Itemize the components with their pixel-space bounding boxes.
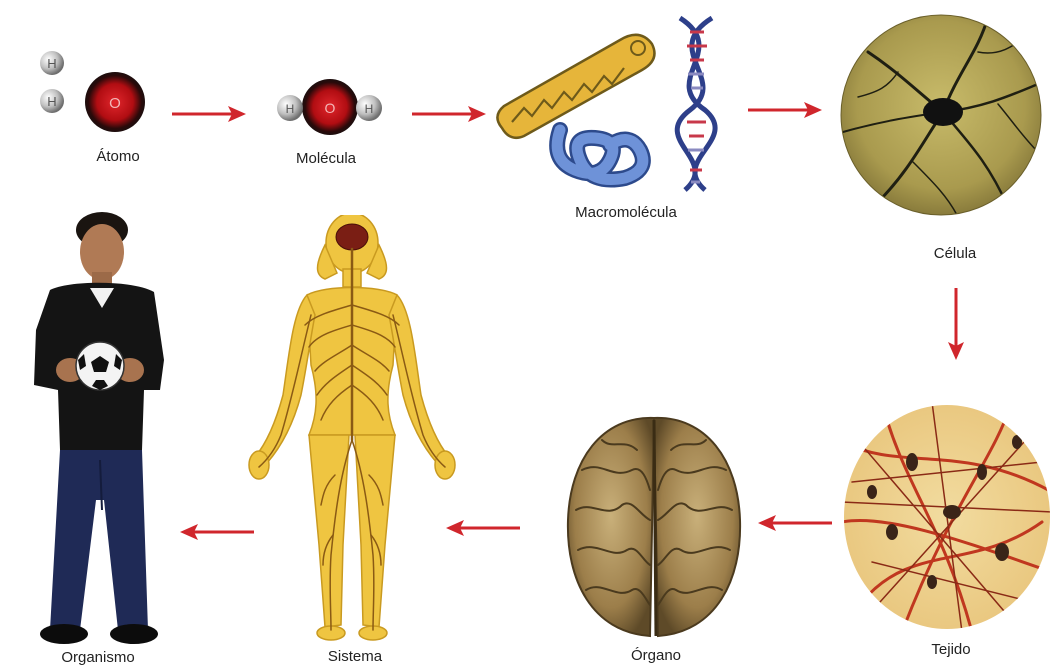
hydrogen-symbol: H (286, 102, 295, 116)
cell-illustration (838, 12, 1044, 218)
arrow-left-icon (756, 513, 834, 533)
organism-person-illustration (14, 210, 174, 646)
hydrogen-atom-icon: H (40, 51, 64, 75)
stage-label-tejido: Tejido (931, 641, 970, 658)
stage-label-organismo: Organismo (61, 649, 134, 666)
hydrogen-symbol: H (47, 56, 56, 71)
soccer-ball-icon (76, 342, 124, 390)
arrow-right-icon (170, 104, 248, 124)
hydrogen-atom-icon: H (40, 89, 64, 113)
stage-label-organo: Órgano (631, 647, 681, 664)
oxygen-symbol: O (109, 95, 121, 112)
stage-label-macromolecula: Macromolécula (575, 204, 677, 221)
arrow-right-icon (746, 100, 824, 120)
arrow-right-icon (410, 104, 488, 124)
stage-label-sistema: Sistema (328, 648, 382, 665)
arrow-down-icon (944, 286, 968, 362)
macromolecule-illustration (490, 10, 730, 200)
molecule-illustration: O H H (270, 75, 390, 150)
stage-label-celula: Célula (934, 245, 977, 262)
oxygen-symbol: O (325, 100, 336, 116)
stage-label-atomo: Átomo (96, 148, 139, 165)
hydrogen-symbol: H (365, 102, 374, 116)
dna-helix-icon (677, 18, 715, 190)
oxygen-atom-icon: O (85, 72, 145, 132)
arrow-left-icon (178, 522, 256, 542)
brain-icon (336, 224, 368, 250)
stage-label-molecula: Molécula (296, 150, 356, 167)
tissue-illustration (842, 402, 1052, 632)
hydrogen-symbol: H (47, 94, 56, 109)
atom-illustration: H H O (30, 45, 160, 140)
lipid-rod-icon (497, 35, 654, 138)
organ-brain-illustration (562, 410, 746, 642)
nervous-system-illustration (245, 215, 460, 643)
protein-icon (557, 130, 643, 180)
